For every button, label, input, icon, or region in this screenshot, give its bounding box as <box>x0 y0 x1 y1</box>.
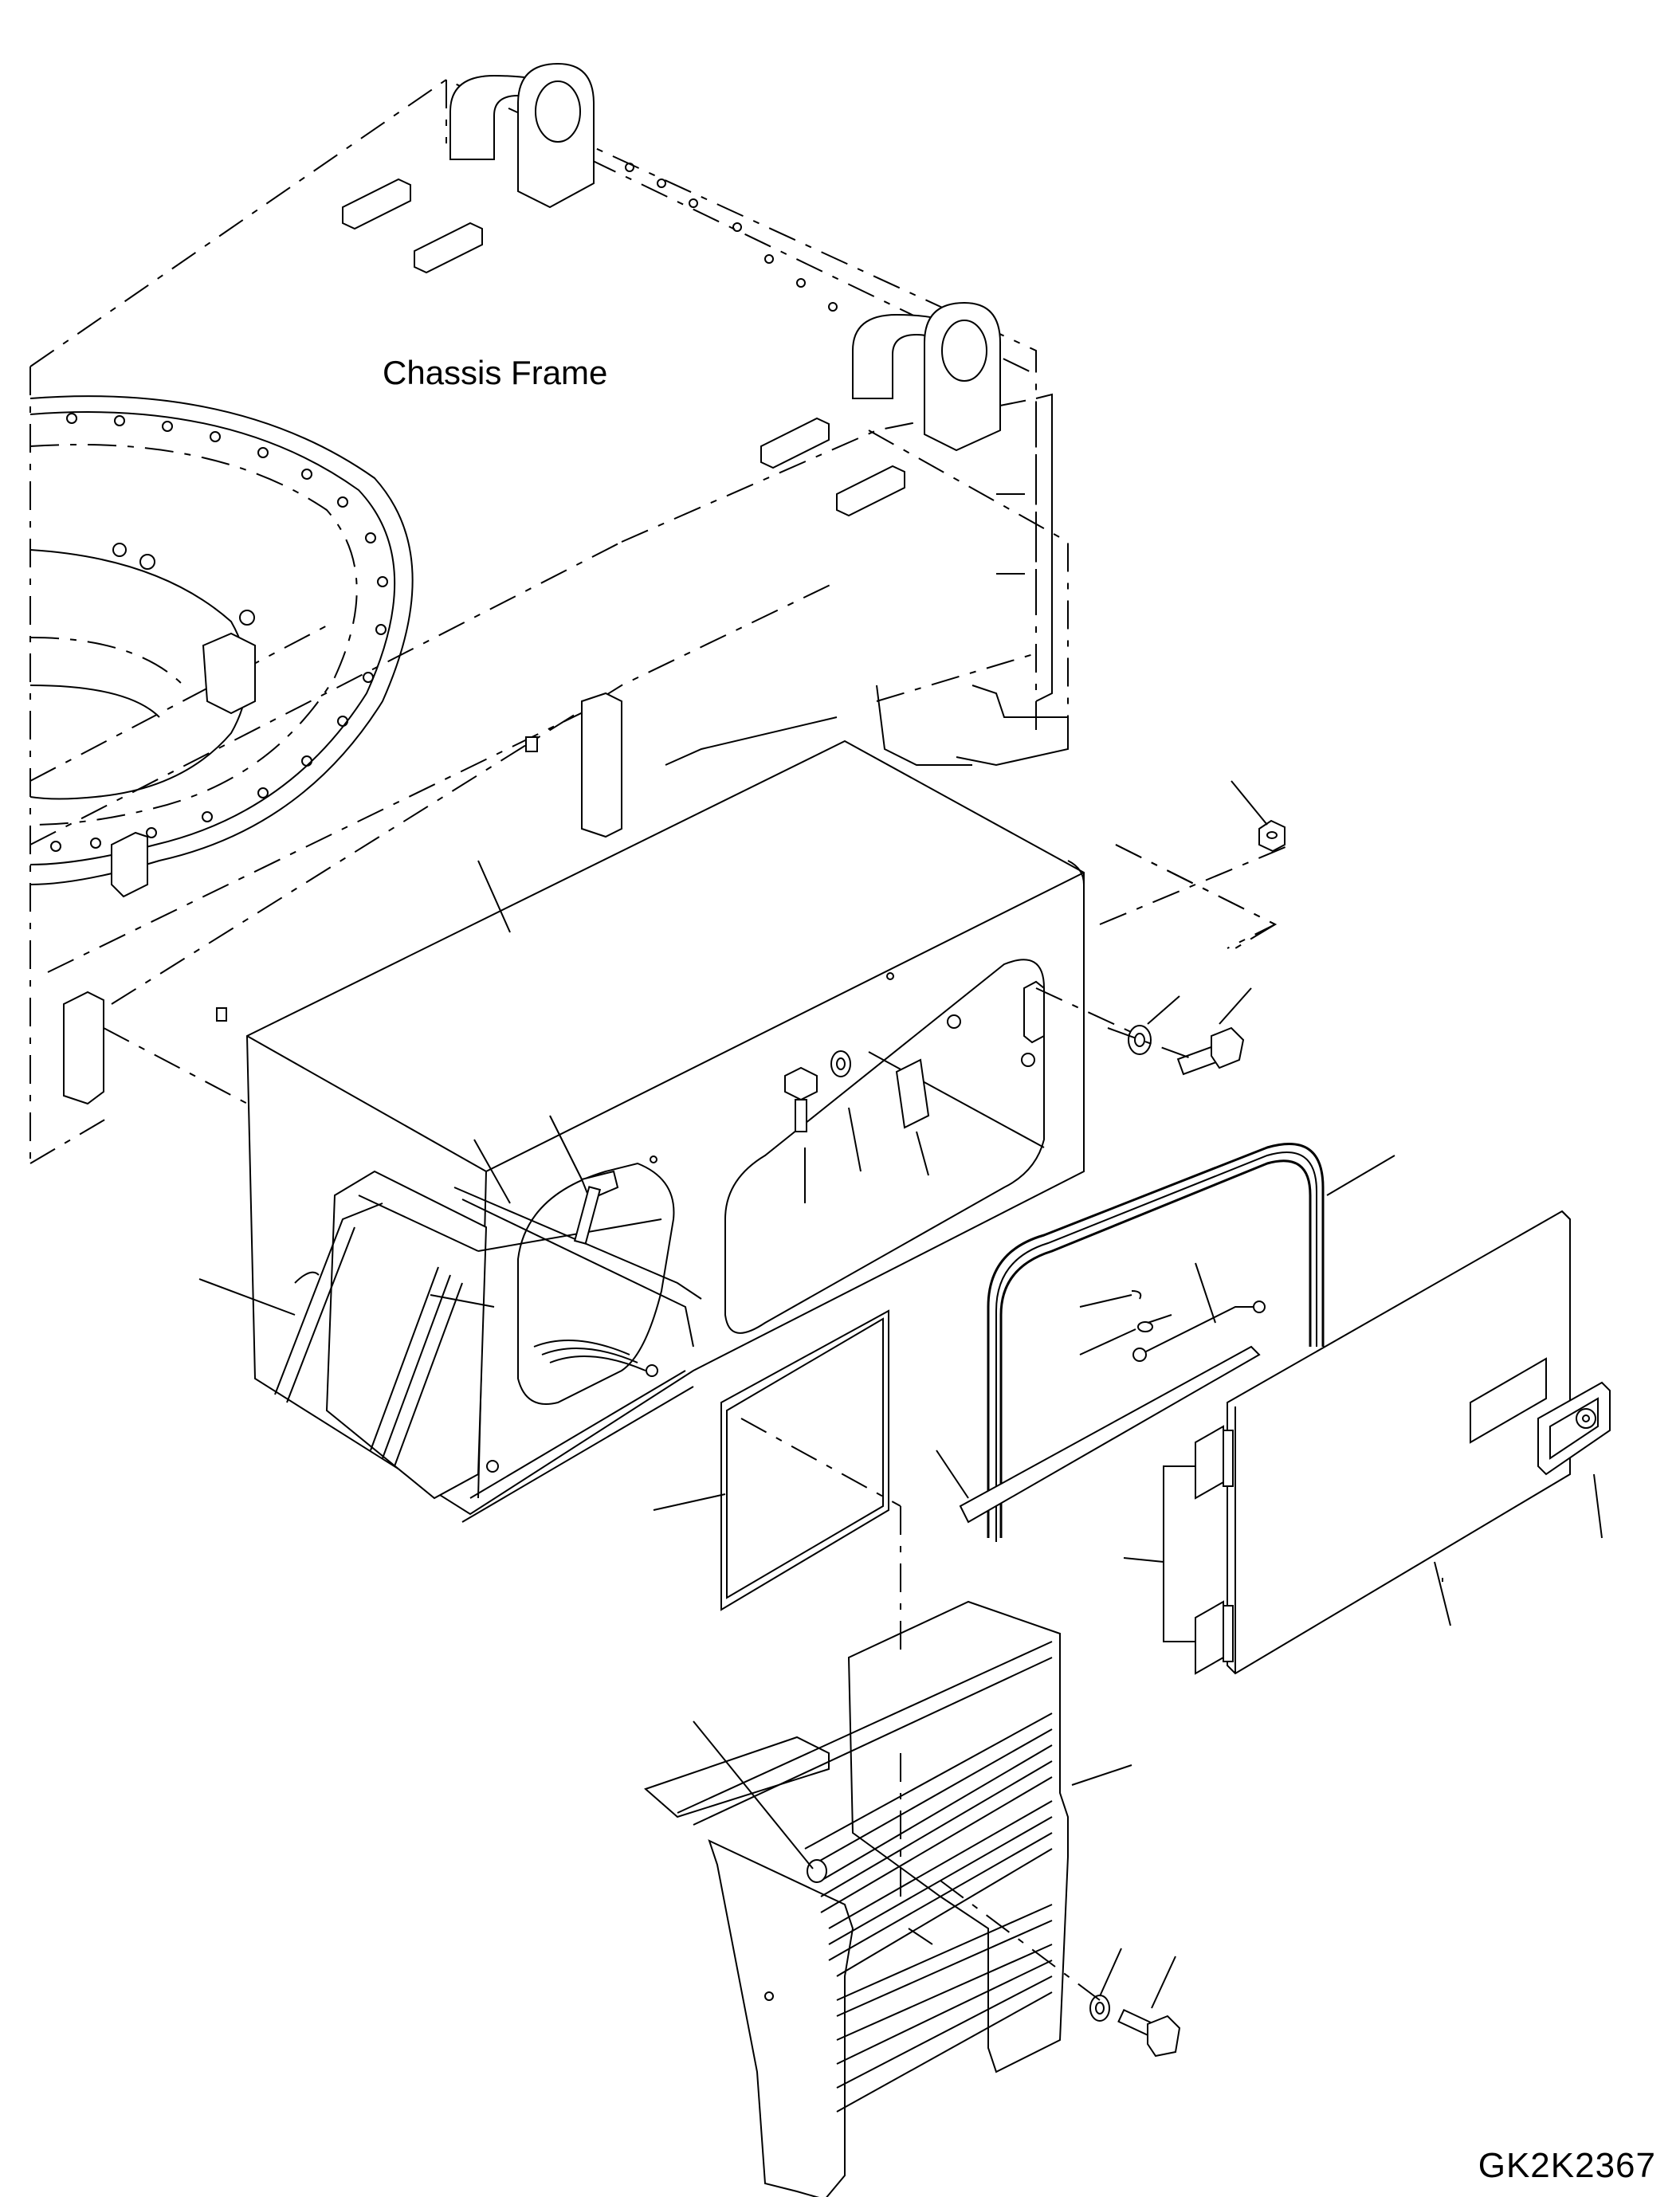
tray-frame <box>274 1170 702 1500</box>
frame-brackets <box>63 692 838 1105</box>
wing-bolt <box>573 1170 619 1245</box>
ladder-bolt-set <box>1089 1995 1181 2058</box>
hinge-top <box>1195 1425 1234 1500</box>
lifting-lug-front <box>852 301 1001 452</box>
door-stay <box>1131 1290 1266 1362</box>
frame-pads <box>342 178 905 517</box>
chassis-frame <box>29 62 1069 1164</box>
chassis-frame-label: Chassis Frame <box>383 354 608 391</box>
slewing-ring <box>29 395 414 898</box>
box-fasteners <box>486 980 1045 1473</box>
hinge-bottom <box>1195 1600 1234 1675</box>
drawing-number: GK2K2367 <box>1478 2146 1656 2185</box>
lifting-lug-rear <box>449 62 595 209</box>
assembly-lines <box>103 844 1292 2001</box>
door-gasket <box>959 1143 1325 1542</box>
leader-lines <box>198 780 1603 2009</box>
frame-bolt-holes <box>625 163 838 312</box>
door-panel <box>1195 1210 1571 1675</box>
ring-bolt-holes <box>50 413 388 852</box>
box-bolt-set <box>1128 819 1286 1076</box>
cover-plate <box>720 1309 889 1611</box>
step-ladder <box>644 1600 1069 2197</box>
inner-bolt-set <box>784 1050 930 1132</box>
door-lock <box>1537 1381 1611 1476</box>
